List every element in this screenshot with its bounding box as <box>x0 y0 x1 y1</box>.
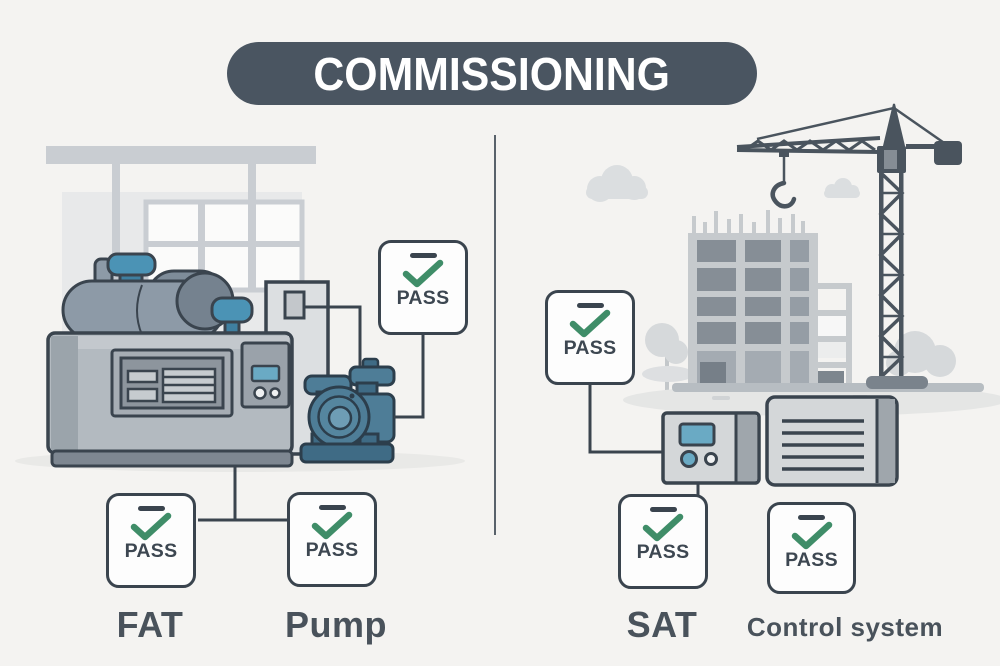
generator-machine <box>46 252 294 468</box>
machine-tanks <box>61 252 254 341</box>
check-icon <box>402 259 444 288</box>
wire-badge-to-panel <box>588 384 662 454</box>
wire-machine-to-badges <box>198 465 288 522</box>
label-control-system: Control system <box>746 612 944 642</box>
cloud-icon <box>586 165 648 202</box>
panel-screen <box>678 422 716 447</box>
label-sat: SAT <box>626 604 698 645</box>
machine-control-panel <box>240 341 291 409</box>
crane-counter-jib <box>906 144 958 149</box>
pass-label: PASS <box>636 541 690 563</box>
pass-label: PASS <box>124 540 178 562</box>
dash-icon <box>409 253 437 258</box>
label-pump: Pump <box>284 604 388 645</box>
control-panel-unit <box>661 411 761 485</box>
wire-panel-to-pump <box>304 305 362 366</box>
electrical-cabinet <box>765 395 899 487</box>
cabinet-vents <box>782 419 864 471</box>
pass-badge-equipment: PASS <box>378 240 468 335</box>
scaffolding <box>812 283 852 385</box>
crane-jib <box>736 136 881 154</box>
construction-scene <box>586 103 1000 487</box>
factory-scene <box>15 146 465 472</box>
tree <box>886 331 956 377</box>
pass-badge-sat: PASS <box>618 494 708 589</box>
ground-band <box>672 383 984 392</box>
crane-tie-lines <box>756 106 951 149</box>
pass-label: PASS <box>305 539 359 561</box>
pass-badge-fat: PASS <box>106 493 196 588</box>
pass-badge-site: PASS <box>545 290 635 385</box>
title-banner: COMMISSIONING <box>227 42 757 105</box>
pass-label: PASS <box>396 287 450 309</box>
dash-icon <box>137 506 165 511</box>
check-icon <box>311 511 353 540</box>
page-title: COMMISSIONING <box>313 47 671 100</box>
building-illustration <box>688 210 818 385</box>
label-fat: FAT <box>116 604 184 645</box>
dash-icon <box>318 505 346 510</box>
dash-icon <box>576 303 604 308</box>
check-icon <box>791 521 832 550</box>
tree <box>642 323 694 390</box>
panel-knob <box>704 452 718 466</box>
rebar <box>692 210 805 233</box>
tower-crane <box>736 103 962 379</box>
check-icon <box>130 512 172 541</box>
pump-illustration <box>299 357 396 464</box>
wire-badge-to-pump <box>394 334 425 419</box>
machine-base <box>50 449 294 468</box>
ceiling-beam <box>46 146 316 294</box>
panel-knob <box>680 450 698 468</box>
pass-badge-pump: PASS <box>287 492 377 587</box>
pass-badge-control: PASS <box>767 502 856 594</box>
crane-hook <box>770 150 797 209</box>
crane-base-pad <box>866 376 928 389</box>
machine-front-panel <box>110 348 234 418</box>
check-icon <box>569 309 611 338</box>
dash-icon <box>798 515 825 520</box>
crane-cab <box>877 146 906 173</box>
crane-counterweight <box>934 141 962 165</box>
cloud-icon <box>824 178 860 198</box>
pass-label: PASS <box>785 549 838 571</box>
building-door <box>700 362 726 385</box>
pass-label: PASS <box>563 337 617 359</box>
machine-screen <box>250 364 281 383</box>
crane-mast <box>878 170 905 379</box>
connector-wires <box>198 305 700 522</box>
dash-icon <box>649 507 677 512</box>
check-icon <box>642 513 684 542</box>
